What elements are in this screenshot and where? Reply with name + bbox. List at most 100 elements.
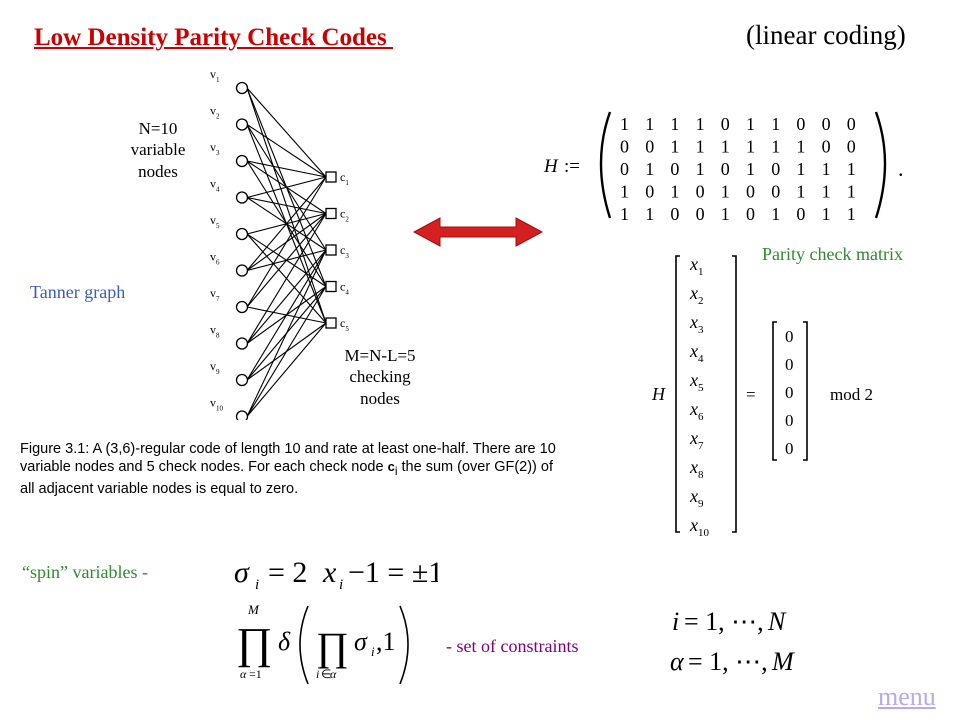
zero-vector-entry: 0 — [785, 411, 794, 430]
caption-check-symbol: c — [387, 459, 395, 475]
variable-node-label: v5 — [210, 213, 220, 230]
label-line: M=N-L=5 — [344, 346, 416, 365]
spin-formula: σ i = 2 x i −1 = ±1 — [234, 556, 438, 593]
matrix-cell: 0 — [746, 182, 755, 202]
equation-equals: = — [746, 385, 756, 404]
graph-edge — [246, 213, 327, 271]
matrix-cell: 1 — [721, 182, 730, 202]
zero-vector-entry: 0 — [785, 355, 794, 374]
constraints-label: - set of constraints — [446, 636, 579, 656]
matrix-cell: 1 — [721, 137, 730, 157]
svg-text:i: i — [255, 577, 259, 593]
zero-vector-entry: 0 — [785, 327, 794, 346]
matrix-cell: 0 — [721, 159, 730, 179]
label-line: nodes — [138, 161, 178, 181]
matrix-cell: 0 — [771, 182, 780, 202]
index-ranges: i = 1, ⋯, N α = 1, ⋯, M — [670, 607, 795, 676]
matrix-cell: 1 — [746, 137, 755, 157]
constraint-product-formula: M ∏ α =1 δ ∏ i ∈ α σ i ,1 — [236, 602, 409, 685]
x-vector-entry: x8 — [689, 457, 704, 481]
matrix-cell: 1 — [847, 159, 856, 179]
slide-title: Low Density Parity Check Codes — [34, 24, 394, 51]
matrix-cell: 0 — [670, 204, 679, 224]
matrix-cell: 1 — [620, 114, 629, 134]
matrix-cell: 0 — [746, 204, 755, 224]
matrix-cell: 0 — [645, 182, 654, 202]
check-node-label: c5 — [340, 316, 349, 333]
label-line: nodes — [360, 388, 400, 408]
x-vector-left-bracket — [675, 255, 680, 533]
check-node — [325, 207, 337, 220]
matrix-assign: := — [564, 156, 580, 177]
matrix-cell: 1 — [746, 114, 755, 134]
variable-node — [235, 264, 249, 277]
graph-edge — [246, 124, 327, 324]
menu-link[interactable]: menu — [878, 682, 936, 711]
variable-node — [235, 191, 249, 204]
matrix-cell: 0 — [847, 114, 856, 134]
x-vector-entry: x3 — [689, 312, 704, 336]
spin-variables-label: “spin” variables - — [22, 562, 148, 582]
matrix-cell: 0 — [620, 137, 629, 157]
svg-text:−1 = ±1: −1 = ±1 — [348, 556, 438, 589]
zero-vector-left-bracket — [772, 321, 777, 461]
svg-text:i: i — [371, 644, 375, 659]
graph-edge — [246, 87, 327, 287]
variable-node-label: v8 — [210, 323, 220, 340]
equation-mod: mod 2 — [830, 385, 873, 404]
svg-text:= 2: = 2 — [268, 556, 307, 589]
matrix-cell: 1 — [822, 204, 831, 224]
zero-vector-right-bracket — [803, 321, 808, 461]
graph-edge — [246, 249, 327, 344]
variable-node — [235, 337, 249, 350]
matrix-cell: 1 — [645, 159, 654, 179]
matrix-cell: 1 — [771, 137, 780, 157]
svg-text:= 1, ⋯,: = 1, ⋯, — [684, 607, 764, 636]
matrix-cell: 1 — [796, 182, 805, 202]
check-node-label: c2 — [340, 207, 349, 224]
check-nodes-label: M=N-L=5 checking nodes — [320, 345, 440, 409]
tanner-graph-label: Tanner graph — [30, 282, 126, 302]
variable-node-label: v10 — [210, 396, 224, 413]
svg-text:i: i — [339, 577, 343, 593]
matrix-cell: 1 — [796, 159, 805, 179]
matrix-cell: 1 — [670, 114, 679, 134]
variable-node — [235, 118, 249, 131]
svg-text:α: α — [670, 647, 685, 676]
matrix-cell: 1 — [696, 137, 705, 157]
matrix-cell: 0 — [645, 137, 654, 157]
matrix-cell: 0 — [771, 159, 780, 179]
equation-lhs: H — [651, 384, 666, 404]
svg-text:∏: ∏ — [236, 619, 272, 668]
svg-text:i: i — [316, 667, 319, 681]
zero-vector-entry: 0 — [785, 439, 794, 458]
variable-node — [235, 154, 249, 168]
svg-text:∏: ∏ — [316, 624, 349, 669]
svg-text:α: α — [330, 667, 337, 681]
matrix-cell: 1 — [670, 182, 679, 202]
graph-edge — [246, 87, 327, 178]
variable-node-label: v3 — [210, 140, 220, 157]
svg-text:M: M — [771, 647, 795, 676]
parity-check-label: Parity check matrix — [762, 244, 903, 264]
matrix-period: . — [898, 156, 904, 181]
caption-check-subscript: i — [394, 464, 398, 479]
svg-text:σ: σ — [234, 556, 250, 589]
label-line: variable — [130, 140, 186, 160]
graph-edge — [246, 233, 327, 287]
variable-node-label: v9 — [210, 359, 220, 376]
graph-edge — [246, 322, 327, 381]
matrix-cell: 0 — [796, 114, 805, 134]
matrix-cell: 1 — [847, 204, 856, 224]
svg-text:δ: δ — [278, 627, 291, 656]
svg-text:N: N — [767, 607, 787, 636]
x-vector-entry: x9 — [689, 486, 704, 510]
graph-edge — [246, 87, 327, 324]
matrix-name: H — [543, 156, 559, 177]
matrix-cell: 0 — [670, 159, 679, 179]
